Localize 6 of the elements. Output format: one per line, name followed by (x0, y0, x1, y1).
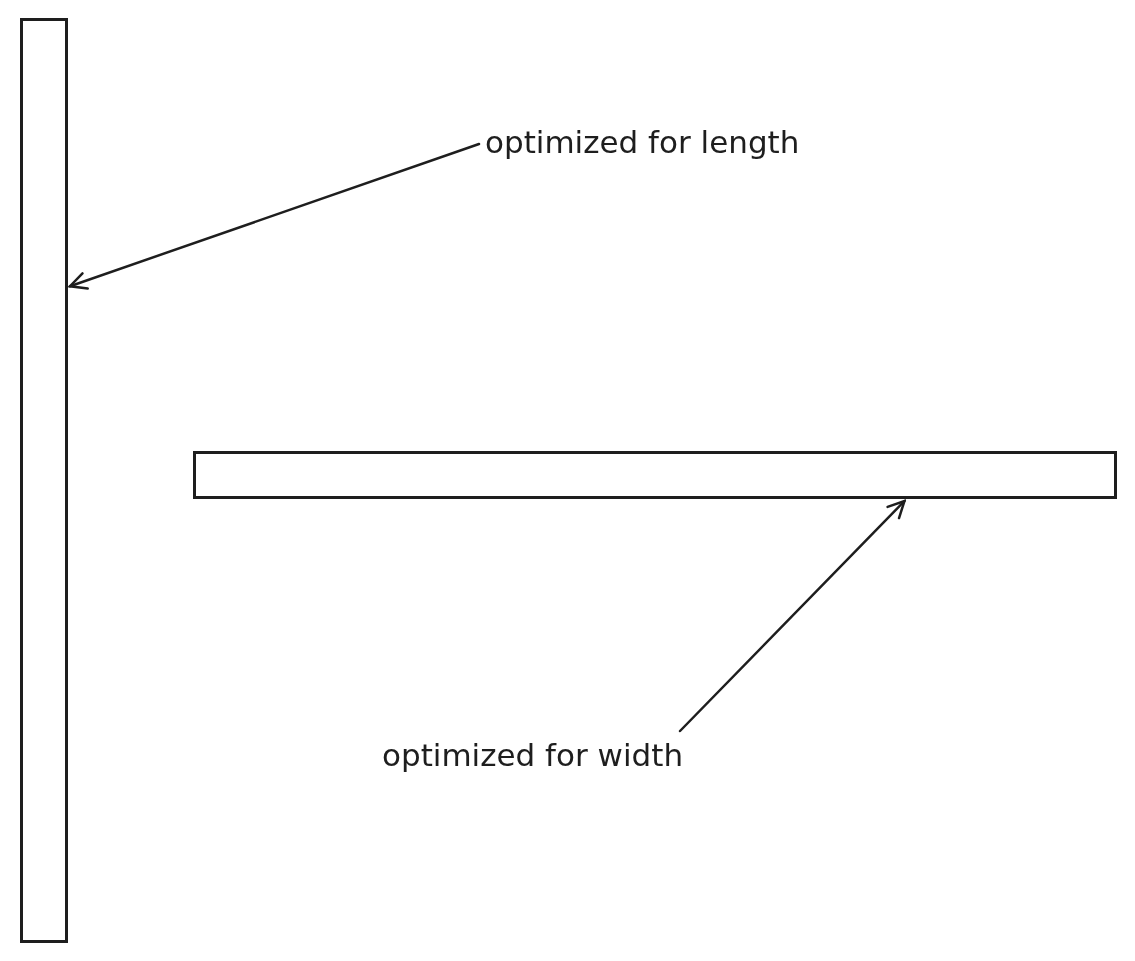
vertical-bar (20, 18, 68, 943)
arrow (678, 499, 906, 733)
annotation-text: optimized for width (382, 735, 684, 775)
horizontal-bar (193, 451, 1117, 499)
annotation-text: optimized for length (485, 122, 800, 162)
arrow (68, 142, 481, 290)
